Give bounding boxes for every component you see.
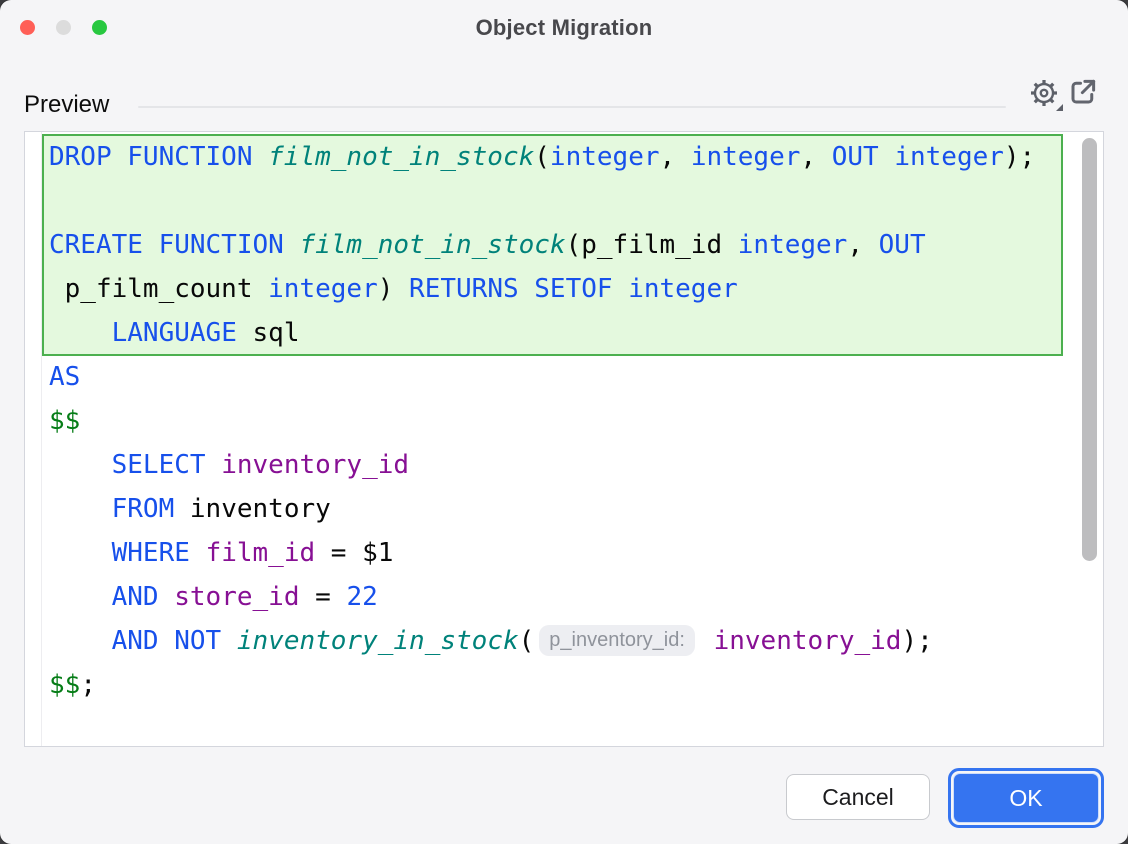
- ok-button-focus-ring: OK: [948, 768, 1104, 828]
- settings-dropdown-caret-icon: [1056, 104, 1063, 111]
- settings-button[interactable]: [1027, 76, 1063, 111]
- parameter-inlay-hint: p_inventory_id:: [539, 625, 695, 656]
- code-line: p_film_count integer) RETURNS SETOF inte…: [49, 274, 738, 304]
- zoom-window-button[interactable]: [92, 20, 107, 35]
- titlebar: Object Migration: [0, 0, 1128, 56]
- code-line: $$: [49, 406, 81, 436]
- editor-scrollbar[interactable]: [1082, 138, 1097, 561]
- code-line: AND NOT inventory_in_stock(p_inventory_i…: [111, 625, 933, 656]
- open-in-new-window-button[interactable]: [1066, 75, 1100, 109]
- code-line: [49, 179, 1035, 223]
- cancel-button[interactable]: Cancel: [786, 774, 930, 820]
- editor-gutter-separator: [41, 132, 42, 746]
- code-line: WHERE film_id = $1: [111, 538, 394, 568]
- gear-icon: [1027, 78, 1061, 108]
- changed-code-highlight: [42, 134, 1063, 356]
- window-title: Object Migration: [475, 15, 653, 40]
- code-line: LANGUAGE sql: [111, 318, 300, 348]
- code-line: SELECT inventory_id: [111, 450, 410, 480]
- code-line: DROP FUNCTION film_not_in_stock(integer,…: [49, 142, 1036, 172]
- minimize-window-button[interactable]: [56, 20, 71, 35]
- ok-button[interactable]: OK: [953, 773, 1099, 823]
- open-in-new-window-icon: [1066, 77, 1100, 107]
- code-lines: DROP FUNCTION film_not_in_stock(integer,…: [49, 135, 1035, 707]
- code-line: CREATE FUNCTION film_not_in_stock(p_film…: [49, 230, 926, 260]
- section-separator: [138, 106, 1006, 108]
- sql-preview-editor[interactable]: DROP FUNCTION film_not_in_stock(integer,…: [24, 131, 1104, 747]
- preview-section-label: Preview: [24, 91, 110, 118]
- code-line: AND store_id = 22: [111, 582, 378, 612]
- code-line: $$;: [49, 670, 96, 700]
- close-window-button[interactable]: [20, 20, 35, 35]
- code-line: FROM inventory: [111, 494, 331, 524]
- code-line: AS: [49, 362, 81, 392]
